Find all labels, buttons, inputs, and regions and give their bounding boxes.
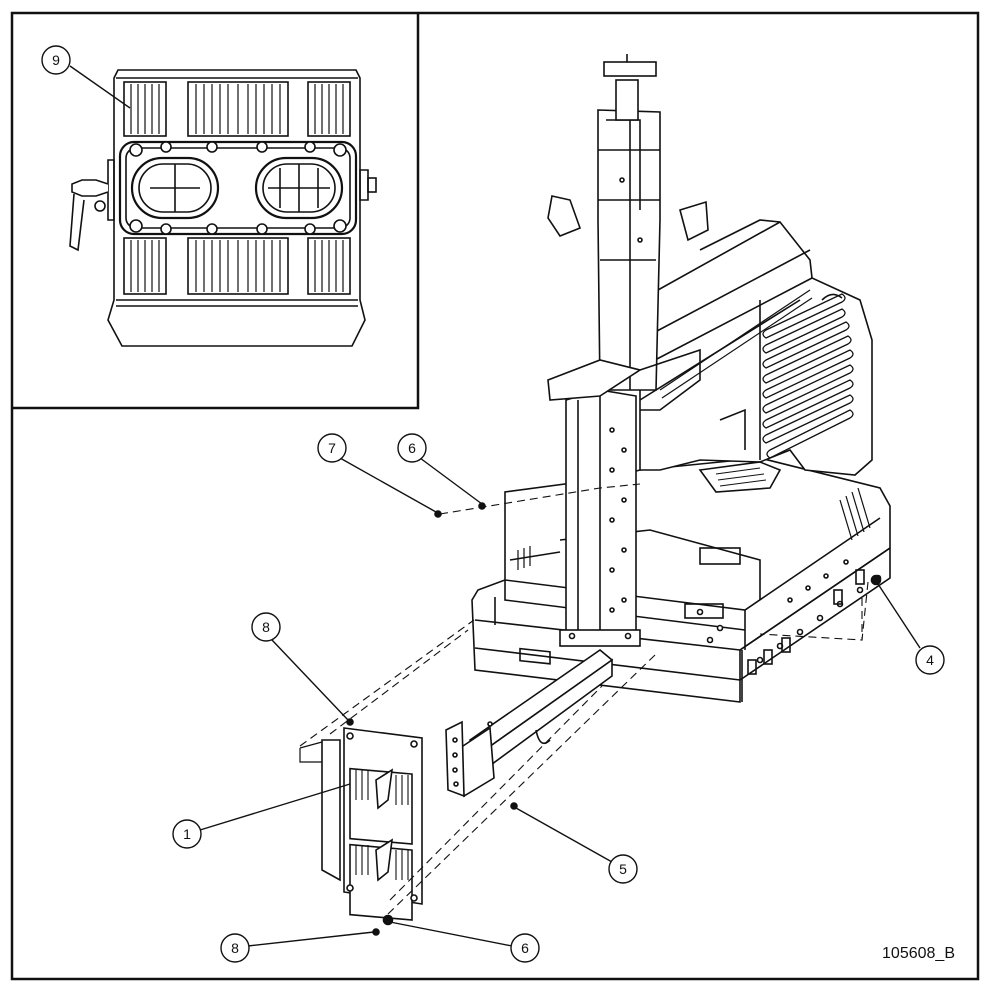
- callout-bubble-1: [172, 819, 202, 849]
- washer-part-6: [478, 502, 486, 510]
- callout-bubble-5: [608, 854, 638, 884]
- drawing-border: [10, 11, 980, 981]
- washer-part-6-lower: [382, 914, 394, 926]
- light-fixture-detail: [69, 69, 377, 347]
- inset-border: [12, 13, 420, 410]
- callout-bubble-9: [41, 45, 71, 75]
- light-tower-trailer-assembly: [299, 54, 891, 936]
- callout-bubble-8-upper: [251, 612, 281, 642]
- callout-label: 6: [521, 940, 529, 956]
- part-5: [510, 802, 518, 810]
- bolt-part-7: [434, 510, 442, 518]
- assembly-lines: [299, 483, 869, 915]
- callout-label: 7: [328, 440, 336, 456]
- generator-housing: [639, 219, 873, 493]
- tow-bar: [445, 648, 614, 798]
- callout-label: 8: [262, 619, 270, 635]
- light-panel-assembly: [299, 727, 423, 921]
- callout-labels: 9 7 6 8 4 1 5 8 6: [52, 52, 934, 956]
- callout-bubble-6-upper: [397, 433, 427, 463]
- callout-bubble-4: [915, 645, 945, 675]
- callout-bubble-8-lower: [220, 933, 250, 963]
- callout-label: 4: [926, 652, 934, 668]
- document-id: 105608_B: [882, 945, 955, 962]
- callout-bubble-7: [317, 433, 347, 463]
- telescopic-mast: [547, 54, 709, 647]
- callout-label: 8: [231, 940, 239, 956]
- callouts: [41, 45, 945, 963]
- callout-bubble-6-lower: [510, 933, 540, 963]
- callout-label: 5: [619, 861, 627, 877]
- callout-label: 9: [52, 52, 60, 68]
- part-4: [870, 574, 882, 586]
- callout-label: 6: [408, 440, 416, 456]
- trailer-base-frame: [471, 457, 891, 703]
- inset-panel: [12, 13, 420, 410]
- callout-label: 1: [183, 826, 191, 842]
- nut-part-8-upper: [346, 718, 354, 726]
